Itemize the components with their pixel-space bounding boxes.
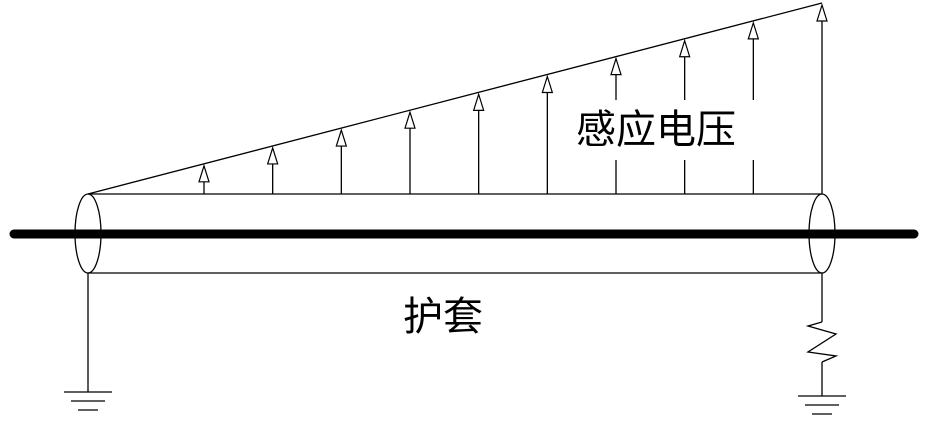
sheath-label: 护套 bbox=[403, 294, 483, 340]
voltage-arrow-head-icon bbox=[266, 145, 279, 165]
voltage-arrow-head-icon bbox=[335, 128, 348, 147]
voltage-arrow-head-icon bbox=[198, 163, 210, 183]
voltage-arrow-head-icon bbox=[404, 110, 416, 129]
voltage-arrow-head-icon bbox=[541, 74, 554, 94]
voltage-arrow-head-icon bbox=[610, 56, 622, 76]
right-ground bbox=[798, 273, 846, 415]
voltage-arrow-head-icon bbox=[678, 38, 691, 58]
impedance-zigzag-icon bbox=[805, 321, 839, 363]
voltage-envelope-line bbox=[87, 2, 823, 195]
left-ground bbox=[64, 273, 112, 411]
voltage-arrow-head-icon bbox=[472, 92, 485, 111]
voltage-arrow-head-icon bbox=[816, 2, 828, 22]
induced-voltage-label: 感应电压 bbox=[576, 107, 736, 153]
voltage-arrows bbox=[198, 2, 828, 194]
right-ground-icon bbox=[798, 395, 846, 415]
voltage-arrow-head-icon bbox=[747, 20, 760, 40]
left-ground-icon bbox=[64, 391, 112, 411]
